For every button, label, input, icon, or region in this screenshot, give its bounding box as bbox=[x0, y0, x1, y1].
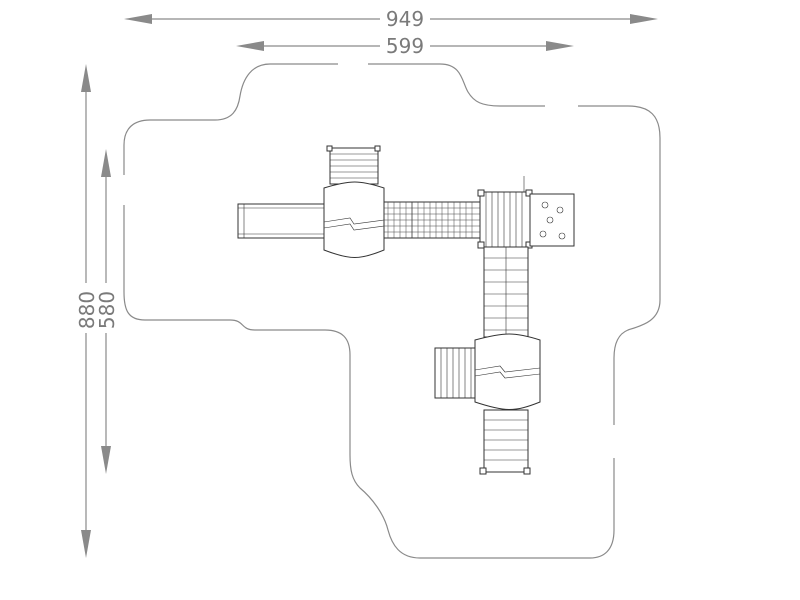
dimension-599: 599 bbox=[236, 34, 574, 58]
climbing-wall bbox=[529, 193, 575, 247]
safety-zone-outline bbox=[123, 63, 661, 559]
tower-west bbox=[323, 181, 385, 258]
slide-west bbox=[237, 203, 327, 239]
rope-bridge bbox=[483, 246, 529, 338]
step-platform bbox=[434, 347, 476, 399]
deck-platform bbox=[477, 176, 533, 249]
dimension-580-label: 580 bbox=[95, 291, 119, 329]
tower-south bbox=[474, 333, 541, 410]
dimension-580: 580 bbox=[95, 149, 119, 474]
net-bridge bbox=[383, 201, 481, 239]
ladder-south bbox=[479, 409, 531, 475]
dimension-880-label: 880 bbox=[75, 291, 99, 329]
dimension-949: 949 bbox=[124, 7, 658, 31]
dimension-599-label: 599 bbox=[386, 34, 424, 58]
dimension-880: 880 bbox=[75, 64, 99, 558]
ladder-north bbox=[326, 145, 381, 185]
dimension-949-label: 949 bbox=[386, 7, 424, 31]
